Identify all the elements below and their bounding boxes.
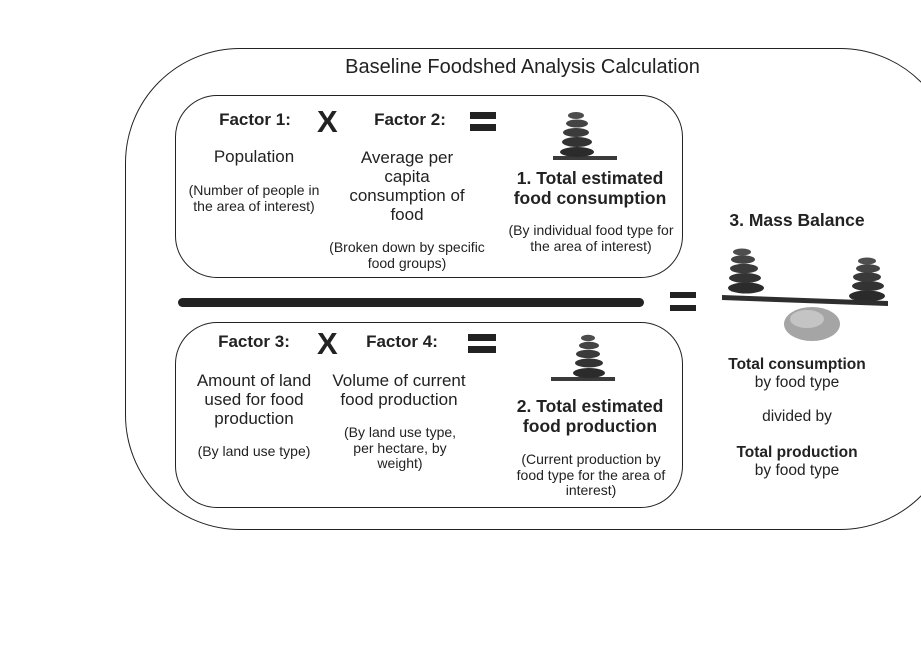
factor3-label: Factor 3: — [218, 332, 290, 351]
factor1-note: (Number of people in the area of interes… — [188, 182, 320, 214]
total-production-rest: by food type — [754, 461, 840, 479]
factor1-name: Population — [213, 147, 295, 166]
production-result: 2. Total estimated food production — [516, 396, 664, 436]
multiply-operator-1: X — [317, 104, 338, 139]
production-result-note: (Current production by food type for the… — [516, 451, 666, 499]
equals-bar-mass-b — [670, 305, 696, 311]
calculation-frame — [125, 48, 921, 530]
factor3-name: Amount of land used for food production — [196, 371, 312, 429]
factor2-name: Average per capita consumption of food — [349, 148, 465, 225]
division-line — [178, 298, 644, 307]
factor4-name: Volume of current food production — [332, 371, 466, 410]
total-consumption-bold: Total consumption — [728, 356, 866, 373]
factor4-label: Factor 4: — [366, 332, 438, 351]
stacked-stones-icon — [553, 112, 617, 160]
factor2-note: (Broken down by specific food groups) — [329, 239, 485, 271]
divided-by-text: divided by — [762, 408, 832, 425]
factor3-note: (By land use type) — [197, 443, 311, 459]
factor1-label: Factor 1: — [219, 110, 291, 129]
total-production-text: Total production by food type — [712, 444, 882, 480]
factor4-note: (By land use type, per hectare, by weigh… — [343, 424, 457, 472]
equals-bar-top-1b — [470, 124, 496, 131]
production-box — [175, 322, 683, 508]
mass-balance-heading: 3. Mass Balance — [729, 210, 865, 230]
total-production-bold: Total production — [736, 444, 858, 461]
total-consumption-rest: by food type — [754, 373, 840, 391]
balance-stones-icon — [722, 248, 888, 341]
equals-bar-mid-2b — [468, 346, 496, 353]
total-consumption-text: Total consumption by food type — [712, 356, 882, 392]
multiply-operator-2: X — [317, 326, 338, 361]
factor2-label: Factor 2: — [374, 110, 446, 129]
stacked-stones-icon — [551, 334, 615, 381]
equals-bar-mass-a — [670, 292, 696, 298]
diagram-title: Baseline Foodshed Analysis Calculation — [345, 56, 700, 78]
consumption-result: 1. Total estimated food consumption — [513, 168, 667, 208]
consumption-box — [175, 95, 683, 278]
consumption-result-note: (By individual food type for the area of… — [508, 222, 674, 254]
equals-bar-top-1a — [470, 112, 496, 119]
equals-bar-mid-2a — [468, 334, 496, 341]
